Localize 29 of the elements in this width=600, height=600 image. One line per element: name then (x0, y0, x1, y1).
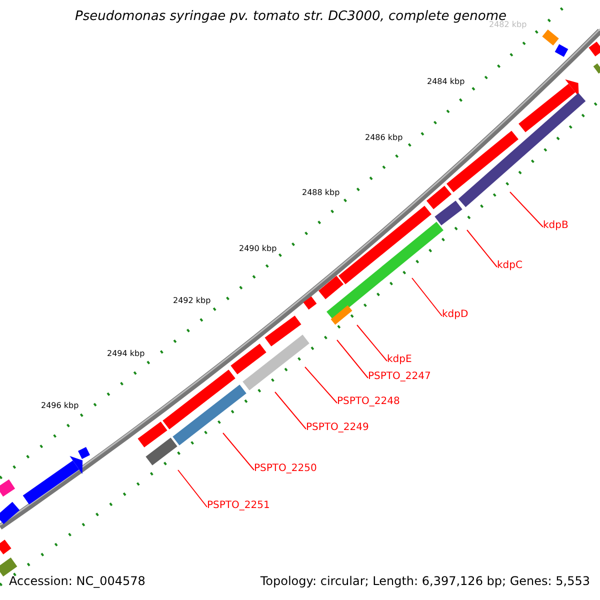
gene-label: kdpE (387, 355, 412, 365)
leader-line (222, 432, 254, 470)
map-title: Pseudomonas syringae pv. tomato str. DC3000, complete genome (75, 10, 506, 23)
scale-label: 2492 kbp (173, 297, 211, 305)
leader-line (336, 340, 368, 378)
gene-label: PSPTO_2247 (368, 372, 431, 382)
scale-label: 2484 kbp (427, 78, 465, 86)
scale-label: 2496 kbp (41, 402, 79, 410)
scale-label: 2490 kbp (239, 245, 277, 253)
scale-label: 2482 kbp (489, 21, 527, 29)
leader-line (510, 192, 544, 228)
scale-label: 2494 kbp (107, 350, 145, 358)
leader-line (356, 324, 388, 362)
gene-label: PSPTO_2248 (337, 397, 400, 407)
gene-label: kdpD (442, 310, 468, 320)
accession-text: Accession: NC_004578 (9, 575, 146, 587)
gene-label: PSPTO_2250 (254, 464, 317, 474)
leader-line (412, 278, 442, 316)
leader-line (304, 366, 338, 404)
gene-label: PSPTO_2251 (207, 501, 270, 511)
leader-line (178, 470, 208, 508)
genome-info-text: Topology: circular; Length: 6,397,126 bp; Genes: 5,553 (260, 575, 590, 587)
gene-label: kdpC (497, 261, 522, 271)
leader-line (466, 230, 498, 268)
scale-label: 2488 kbp (302, 189, 340, 197)
gene-label: kdpB (543, 221, 568, 231)
scale-label: 2486 kbp (365, 134, 403, 142)
leader-line (274, 392, 306, 430)
gene-label: PSPTO_2249 (306, 423, 369, 433)
